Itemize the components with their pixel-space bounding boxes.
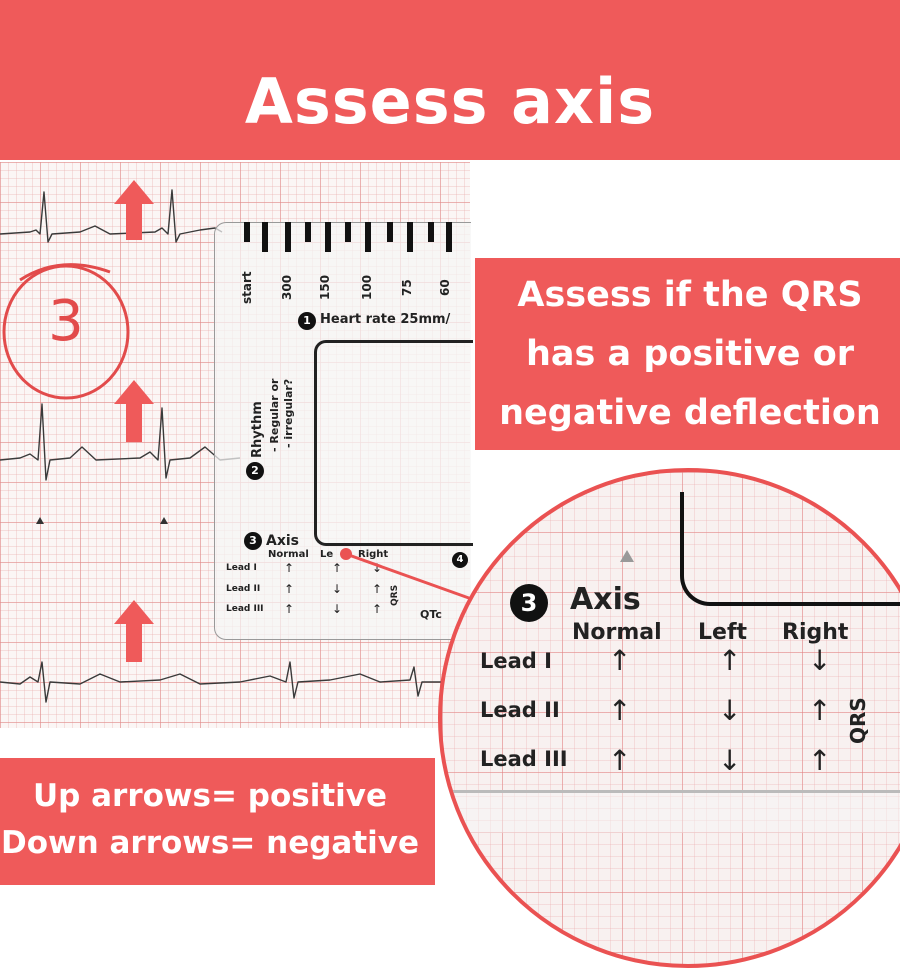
step-circle-number: 3 [48,289,84,354]
zoom-lead-1: Lead I [480,649,552,673]
down-arrow-icon: ↓ [332,582,343,596]
up-arrow-icon: ↑ [808,694,832,727]
callout-box [475,258,900,450]
callout-line-1: Assess if the QRS [517,275,863,315]
ruler-col-normal: Normal [268,549,309,560]
ruler-axis-label: Axis [266,533,299,549]
header-banner [0,0,900,160]
page-title: Assess axis [244,65,656,138]
ruler-rate-label: 100 [360,274,374,300]
zoom-magnifier: 3 Axis Normal Left Right Lead I Lead II … [438,468,900,968]
ruler-rate-label: 150 [318,274,332,300]
up-arrow-icon: ↑ [284,561,295,575]
up-arrow-icon: ↑ [808,744,832,777]
up-arrow-icon: ↑ [332,561,343,575]
down-arrow-icon: ↓ [372,561,383,575]
callout-line-2: has a positive or [525,334,855,374]
ecg-trace-lead-2 [0,403,241,481]
pacing-marker [36,517,44,524]
up-arrow-icon [114,380,154,442]
ecg-trace-lead-3 [0,661,470,703]
legend-line-2: Down arrows= negative [0,825,420,861]
ecg-trace-lead-1 [0,189,223,243]
step-circle-icon [2,263,130,400]
ruler-col-right: Right [358,549,389,560]
ruler-window [314,340,473,546]
ruler-rate-label: start [240,271,254,304]
callout-line-3: negative deflection [499,393,881,433]
up-arrow-icon: ↑ [284,602,295,616]
ruler-lead-2: Lead II [226,584,261,594]
ruler-lead-3: Lead III [226,604,264,614]
zoom-pointer [340,548,481,604]
ruler-col-left: Le [320,549,334,560]
heart-rate-label: Heart rate 25mm/ [320,312,451,327]
pacing-marker [160,517,168,524]
zoom-window-frame [680,492,900,606]
zoom-lead-3: Lead III [480,747,568,771]
zoom-ruler-edge [442,790,900,833]
up-arrow-icon [114,600,154,662]
up-arrow-icon: ↑ [608,744,632,777]
zoom-col-normal: Normal [572,620,662,645]
rhythm-sub-1: - Regular or [268,378,281,452]
step-4-badge: 4 [452,552,468,568]
pacing-marker [620,550,634,562]
ruler-rate-label: 75 [400,279,414,296]
zoom-lead-2: Lead II [480,698,560,722]
down-arrow-icon: ↓ [718,744,742,777]
legend-text: Up arrows= positive Down arrows= negativ… [0,773,420,867]
ecg-ruler [214,222,471,640]
down-arrow-icon: ↓ [808,644,832,677]
step-2-badge: 2 [246,462,264,480]
rhythm-label: Rhythm [250,401,265,458]
ruler-lead-1: Lead I [226,563,257,573]
up-arrow-icon: ↑ [608,644,632,677]
zoom-col-left: Left [698,620,748,645]
zoom-axis-label: Axis [570,582,641,617]
down-arrow-icon: ↓ [718,694,742,727]
zoom-step-badge: 3 [510,584,548,622]
step-1-badge: 1 [298,312,316,330]
rhythm-sub-2: - irregular? [282,378,295,448]
ecg-traces [0,180,470,703]
ruler-rate-label: 300 [280,274,294,300]
up-arrow-icon: ↑ [372,602,383,616]
up-arrow-icon: ↑ [284,582,295,596]
up-arrow-icon [114,180,154,240]
ruler-rate-label: 60 [438,279,452,296]
up-arrow-icon: ↑ [372,582,383,596]
up-arrow-icon: ↑ [718,644,742,677]
step-3-badge: 3 [244,532,262,550]
ruler-qt-label: QTc [420,608,442,621]
callout-text: Assess if the QRS has a positive or nega… [480,266,900,443]
zoom-qrs-label: QRS [846,697,870,744]
legend-box [0,758,435,885]
up-arrow-icon: ↑ [608,694,632,727]
down-arrow-icon: ↓ [332,602,343,616]
zoom-col-right: Right [782,620,849,645]
legend-line-1: Up arrows= positive [32,778,388,814]
